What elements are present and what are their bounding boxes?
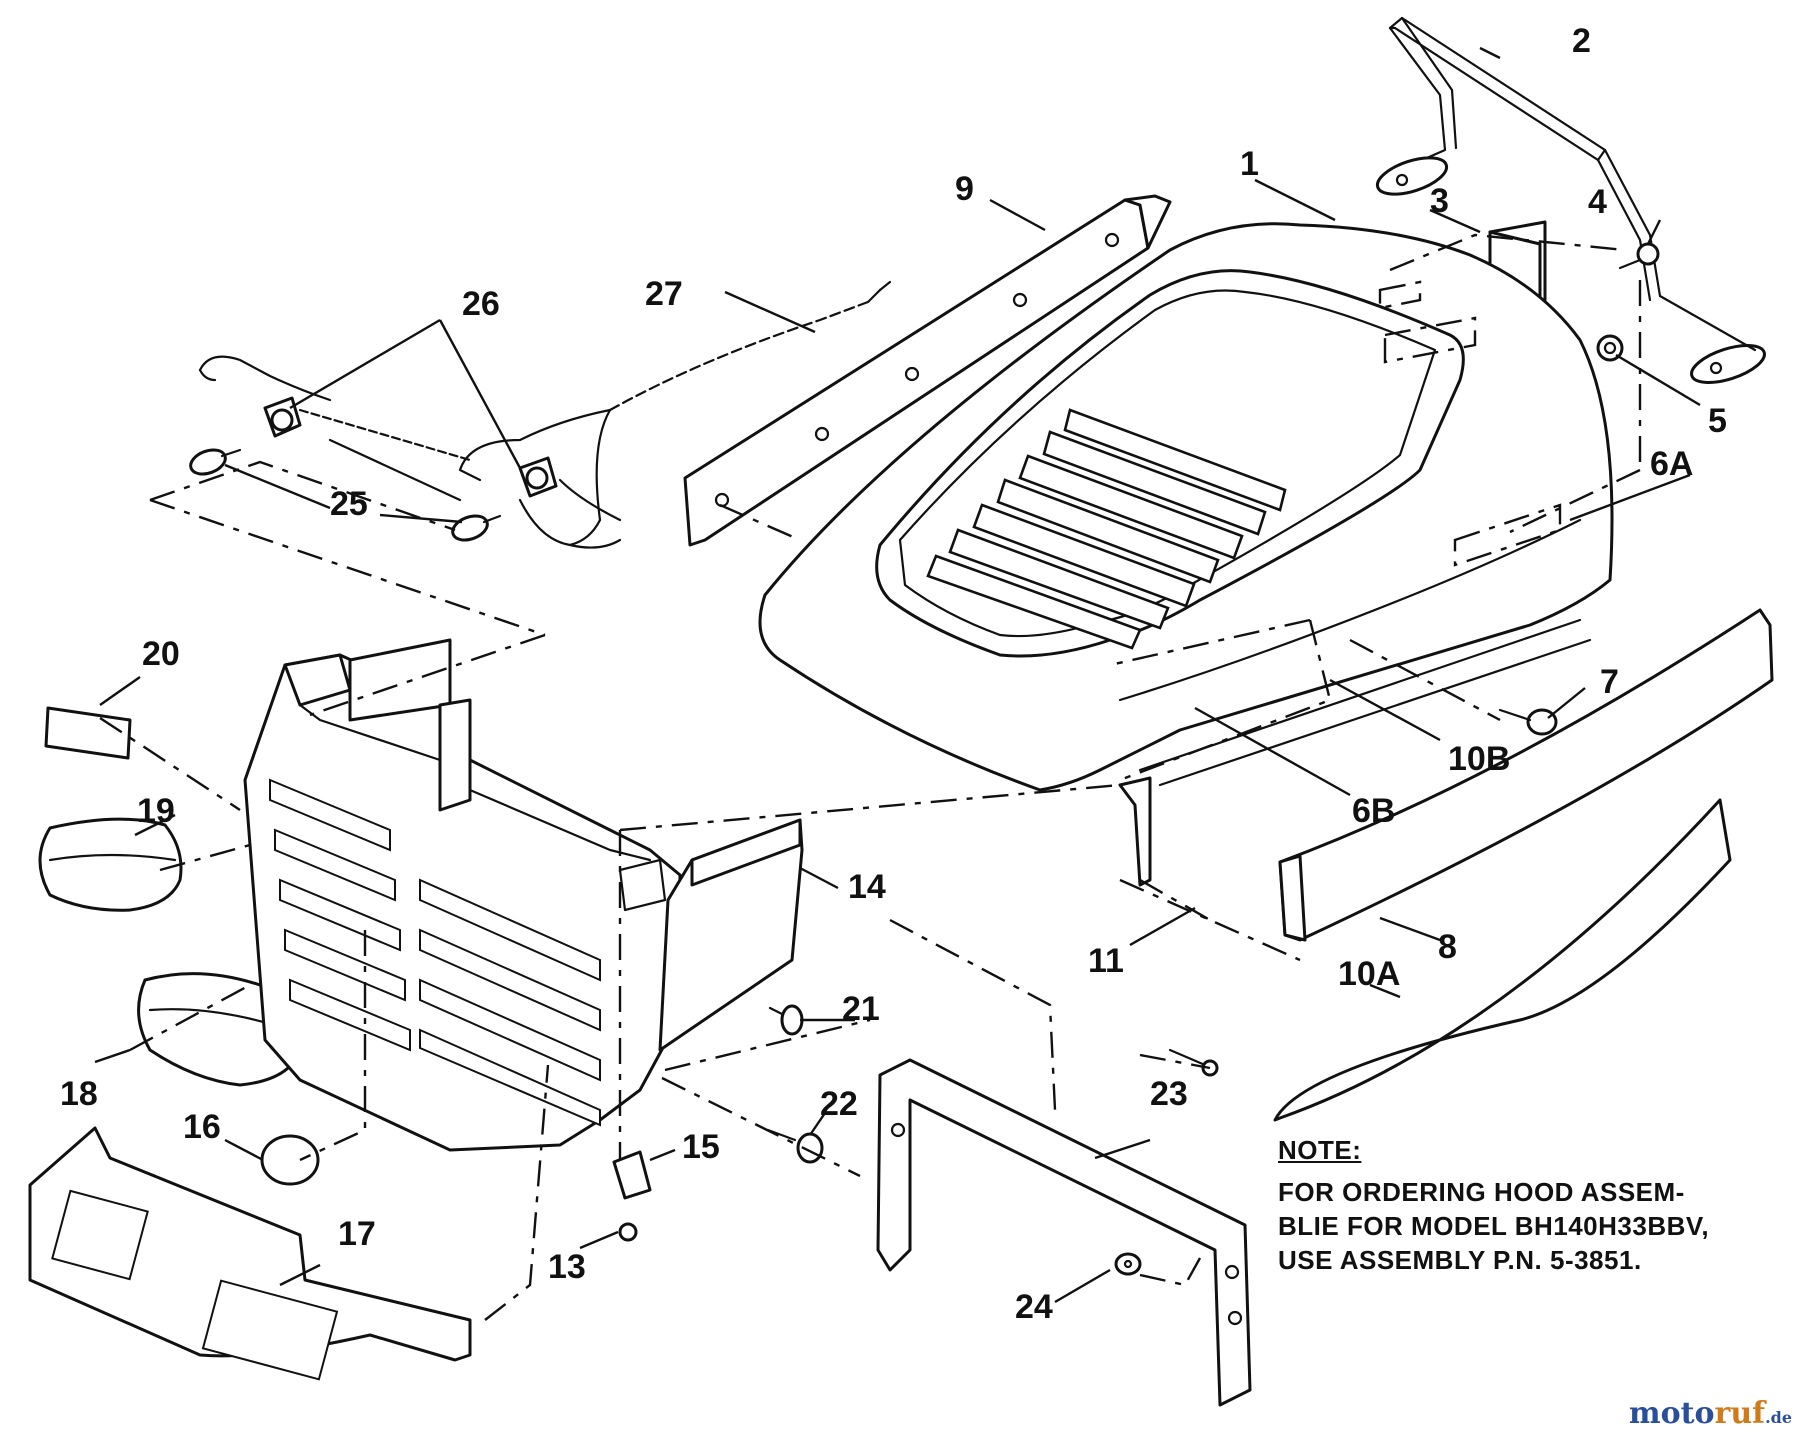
part-4-screw bbox=[1618, 242, 1660, 270]
callout-11: 11 bbox=[1088, 942, 1124, 980]
part-5-nut bbox=[1596, 334, 1624, 362]
callout-24: 24 bbox=[1015, 1288, 1053, 1326]
note-line-1: FOR ORDERING HOOD ASSEM- bbox=[1278, 1177, 1685, 1207]
callout-2: 2 bbox=[1572, 22, 1591, 60]
watermark-part-b: ruf bbox=[1714, 1396, 1766, 1431]
callout-6B: 6B bbox=[1352, 792, 1395, 830]
part-7-plug bbox=[1498, 708, 1558, 736]
callout-10A: 10A bbox=[1338, 955, 1400, 993]
mounting-bracket bbox=[1118, 776, 1152, 887]
callout-6A: 6A bbox=[1650, 445, 1693, 483]
part-19-light-bracket bbox=[38, 817, 183, 912]
callout-17: 17 bbox=[338, 1215, 376, 1253]
callout-20: 20 bbox=[142, 635, 180, 673]
callout-8: 8 bbox=[1438, 928, 1457, 966]
callout-22: 22 bbox=[820, 1085, 858, 1123]
callout-1: 1 bbox=[1240, 145, 1259, 183]
watermark-suffix: .de bbox=[1765, 1408, 1792, 1427]
callout-26: 26 bbox=[462, 285, 500, 323]
part-26-lamp-sockets bbox=[198, 355, 622, 549]
part-8-side-panel bbox=[1278, 608, 1774, 942]
front-grille-housing bbox=[243, 638, 682, 1152]
part-1-hood bbox=[758, 222, 1614, 792]
callout-25: 25 bbox=[330, 485, 368, 523]
part-15-clip bbox=[612, 1150, 652, 1200]
callout-4: 4 bbox=[1588, 183, 1607, 221]
part-23-brace bbox=[876, 1058, 1252, 1407]
callout-15: 15 bbox=[682, 1128, 720, 1166]
note-line-2: BLIE FOR MODEL BH140H33BBV, bbox=[1278, 1211, 1710, 1241]
callout-3: 3 bbox=[1430, 182, 1449, 220]
callout-14: 14 bbox=[848, 868, 886, 906]
part-17-front-bumper bbox=[28, 1126, 472, 1381]
note-line-3: USE ASSEMBLY P.N. 5-3851. bbox=[1278, 1245, 1642, 1275]
note-heading: NOTE: bbox=[1278, 1135, 1362, 1165]
callout-labels: 1 2 3 4 5 6A 6B 7 8 9 10A 10B 11 13 14 1… bbox=[60, 22, 1727, 1326]
part-24-washer bbox=[1114, 1252, 1142, 1276]
callout-5: 5 bbox=[1708, 402, 1727, 440]
callout-27: 27 bbox=[645, 275, 683, 313]
callout-18: 18 bbox=[60, 1075, 98, 1113]
callout-9: 9 bbox=[955, 170, 974, 208]
watermark-part-a: moto bbox=[1628, 1396, 1715, 1431]
part-20-lens bbox=[44, 706, 132, 760]
callout-21: 21 bbox=[842, 990, 880, 1028]
callout-10B: 10B bbox=[1448, 740, 1510, 778]
part-9-side-panel bbox=[683, 194, 1172, 547]
callout-13: 13 bbox=[548, 1248, 586, 1286]
leader-lines bbox=[94, 46, 1701, 1304]
part-10A-decal bbox=[1273, 798, 1732, 1122]
part-21-bolt bbox=[768, 1004, 804, 1036]
part-2-handle-rod bbox=[1375, 16, 1766, 384]
callout-16: 16 bbox=[183, 1108, 221, 1146]
part-16-cap bbox=[260, 1134, 320, 1186]
callout-23: 23 bbox=[1150, 1075, 1188, 1113]
hood-vent-slots bbox=[926, 408, 1287, 650]
callout-19: 19 bbox=[137, 792, 175, 830]
ordering-note: NOTE: FOR ORDERING HOOD ASSEM- BLIE FOR … bbox=[1278, 1133, 1709, 1277]
part-13-screw bbox=[618, 1222, 638, 1242]
part-14-side-bracket bbox=[658, 818, 804, 1052]
assembly-dash-lines bbox=[99, 233, 1642, 1321]
callout-7: 7 bbox=[1600, 663, 1619, 701]
motoruf-watermark: motoruf.de bbox=[1629, 1396, 1792, 1431]
part-25-bulbs bbox=[189, 448, 502, 542]
